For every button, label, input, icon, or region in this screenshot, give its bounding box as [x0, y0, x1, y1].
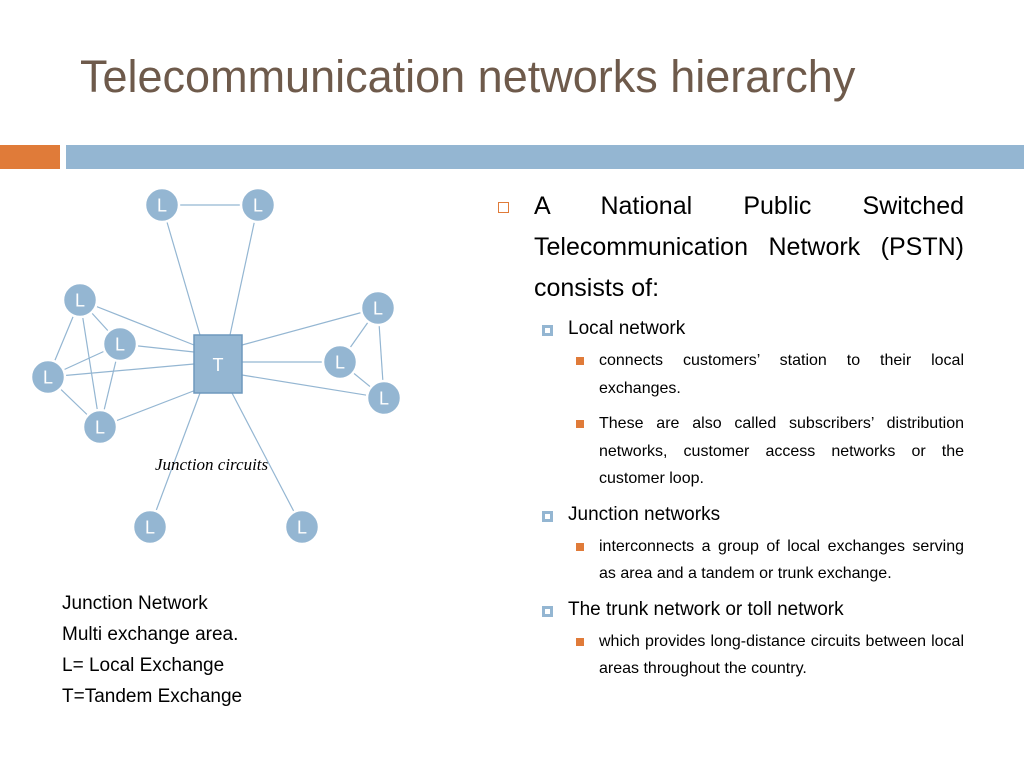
local-exchange-node: L [321, 343, 359, 381]
local-exchange-node: L [29, 358, 67, 396]
section-heading: The trunk network or toll network [494, 596, 964, 624]
main-bullet: A National Public Switched Telecommunica… [494, 186, 964, 309]
svg-text:L: L [75, 291, 85, 311]
square-filled-bullet-icon [576, 637, 584, 646]
link [231, 392, 303, 528]
accent-bar-blue [66, 145, 1024, 169]
section-point-text: connects customers’ station to their loc… [599, 352, 964, 397]
junction-circuits-label: Junction circuits [155, 455, 269, 474]
slide-title: Telecommunication networks hierarchy [80, 51, 856, 102]
section-point: These are also called subscribers’ distr… [494, 410, 964, 493]
svg-text:L: L [43, 368, 53, 388]
svg-text:L: L [253, 196, 263, 216]
local-exchange-node: L [239, 186, 277, 224]
link [79, 299, 195, 346]
section-point-text: which provides long-distance circuits be… [599, 632, 964, 678]
square-outline-bullet-icon [498, 202, 509, 213]
slide-content: A National Public Switched Telecommunica… [494, 186, 964, 691]
link [241, 307, 379, 346]
section-heading: Junction networks [494, 501, 964, 529]
svg-text:L: L [373, 299, 383, 319]
section-point-text: These are also called subscribers’ distr… [599, 415, 964, 487]
section-heading-text: The trunk network or toll network [568, 598, 844, 620]
accent-bar-orange [0, 145, 60, 169]
section-point-text: interconnects a group of local exchanges… [599, 537, 964, 583]
svg-text:L: L [379, 389, 389, 409]
local-exchange-node: L [131, 508, 169, 546]
section-heading: Local network [494, 315, 964, 343]
square-filled-bullet-icon [576, 420, 584, 428]
link [79, 299, 101, 428]
svg-text:L: L [95, 418, 105, 438]
legend-line: Multi exchange area. [62, 624, 239, 645]
svg-text:L: L [297, 518, 307, 538]
local-exchange-node: L [101, 325, 139, 363]
link [229, 204, 259, 336]
square-bullet-icon [542, 510, 553, 522]
svg-text:T: T [213, 355, 224, 375]
local-exchange-node: L [143, 186, 181, 224]
square-filled-bullet-icon [576, 542, 584, 551]
section-point: connects customers’ station to their loc… [494, 347, 964, 402]
link [149, 392, 201, 528]
local-exchange-node: L [365, 379, 403, 417]
local-exchange-node: L [359, 289, 397, 327]
section-heading-text: Junction networks [568, 503, 721, 525]
legend-line: T=Tandem Exchange [62, 686, 243, 707]
section-point: which provides long-distance circuits be… [494, 628, 964, 683]
svg-text:L: L [335, 353, 345, 373]
diagram-legend: Junction Network Multi exchange area. L=… [62, 588, 242, 712]
legend-line: L= Local Exchange [62, 655, 225, 676]
square-bullet-icon [542, 325, 553, 336]
main-bullet-text: A National Public Switched Telecommunica… [534, 192, 964, 302]
local-exchange-node: L [81, 408, 119, 446]
link [241, 374, 385, 399]
section-point: interconnects a group of local exchanges… [494, 533, 964, 588]
network-diagram: L L L L L L L L L L L T Junc [29, 186, 403, 546]
section-heading-text: Local network [568, 318, 686, 339]
link [161, 204, 201, 336]
link [47, 363, 195, 378]
legend-line: Junction Network [62, 593, 208, 614]
svg-text:L: L [157, 196, 167, 216]
square-bullet-icon [542, 605, 553, 617]
local-exchange-node: L [61, 281, 99, 319]
svg-text:L: L [145, 518, 155, 538]
tandem-exchange-node: T [193, 334, 243, 394]
local-exchange-node: L [283, 508, 321, 546]
square-filled-bullet-icon [576, 357, 584, 365]
svg-text:L: L [115, 335, 125, 355]
